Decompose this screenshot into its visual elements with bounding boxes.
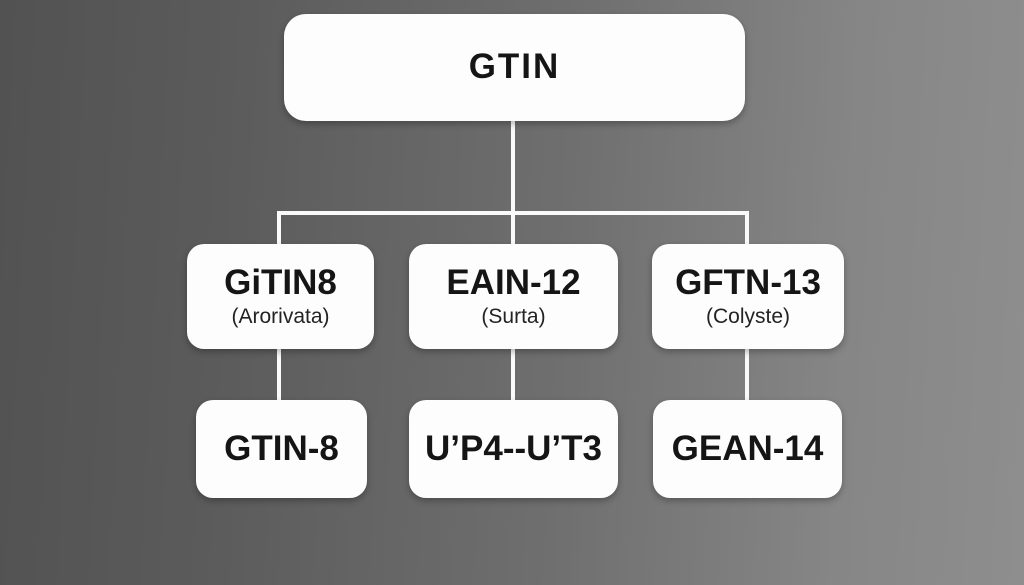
node-gean-14-label: GEAN-14	[671, 428, 824, 468]
connector-level2-left	[277, 211, 281, 245]
node-up4-ut3-label: UʼP4--UʼT3	[425, 428, 602, 468]
node-gftn-13: GFTN-13 (Colyste)	[652, 244, 844, 349]
node-gean-14: GEAN-14	[653, 400, 842, 498]
connector-level3-right	[745, 348, 749, 402]
connector-level3-left	[277, 348, 281, 402]
node-up4-ut3: UʼP4--UʼT3	[409, 400, 618, 498]
node-gtin-root-label: GTIN	[468, 47, 561, 87]
node-gftn-13-sublabel: (Colyste)	[705, 305, 790, 329]
connector-level2-right	[745, 211, 749, 245]
connector-root-vertical	[511, 121, 515, 245]
node-gtin-8: GTIN-8	[196, 400, 367, 498]
node-eain-12: EAIN-12 (Surta)	[409, 244, 618, 349]
node-gftn-13-label: GFTN-13	[675, 262, 821, 302]
node-eain-12-label: EAIN-12	[446, 262, 581, 302]
connector-level3-middle	[511, 348, 515, 402]
node-gitin8-sublabel: (Arorivata)	[231, 305, 330, 329]
node-gitin8-label: GiTIN8	[224, 262, 337, 302]
node-gitin8: GiTIN8 (Arorivata)	[187, 244, 374, 349]
node-gtin-root: GTIN	[284, 14, 745, 121]
node-eain-12-sublabel: (Surta)	[481, 305, 546, 329]
node-gtin-8-label: GTIN-8	[224, 428, 339, 468]
connector-horizontal-bar	[277, 211, 749, 215]
